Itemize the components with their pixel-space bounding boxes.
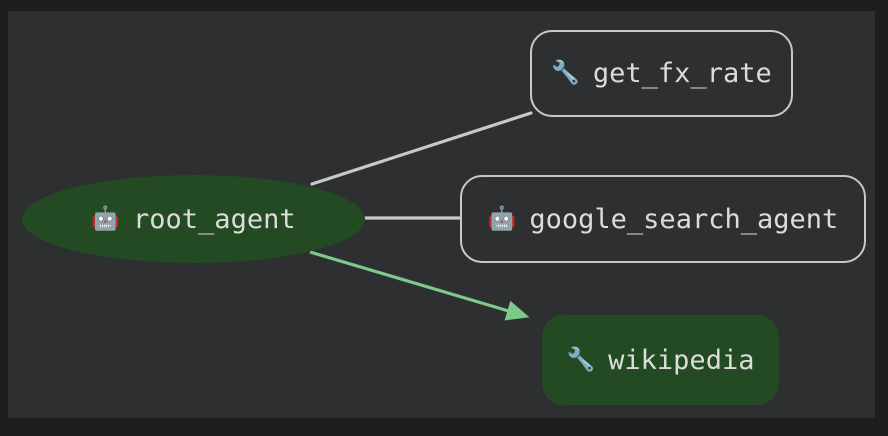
graph-node-label: google_search_agent — [529, 203, 839, 235]
robot-icon: 🤖 — [487, 205, 517, 232]
graph-node-get-fx-rate[interactable]: 🔧 get_fx_rate — [530, 30, 793, 117]
graph-node-wikipedia[interactable]: 🔧 wikipedia — [542, 315, 779, 405]
graph-node-label: root_agent — [133, 203, 296, 235]
edge-root-agent-to-wikipedia — [309, 250, 530, 321]
wrench-icon: 🔧 — [566, 346, 596, 373]
edge-root-agent-to-get-fx-rate — [310, 111, 533, 186]
graph-node-root-agent[interactable]: 🤖 root_agent — [22, 175, 365, 263]
wrench-icon: 🔧 — [551, 60, 580, 86]
robot-icon: 🤖 — [91, 205, 121, 232]
graph-node-google-search-agent[interactable]: 🤖 google_search_agent — [460, 175, 866, 263]
graph-node-label: get_fx_rate — [592, 58, 772, 89]
graph-node-label: wikipedia — [608, 344, 755, 376]
